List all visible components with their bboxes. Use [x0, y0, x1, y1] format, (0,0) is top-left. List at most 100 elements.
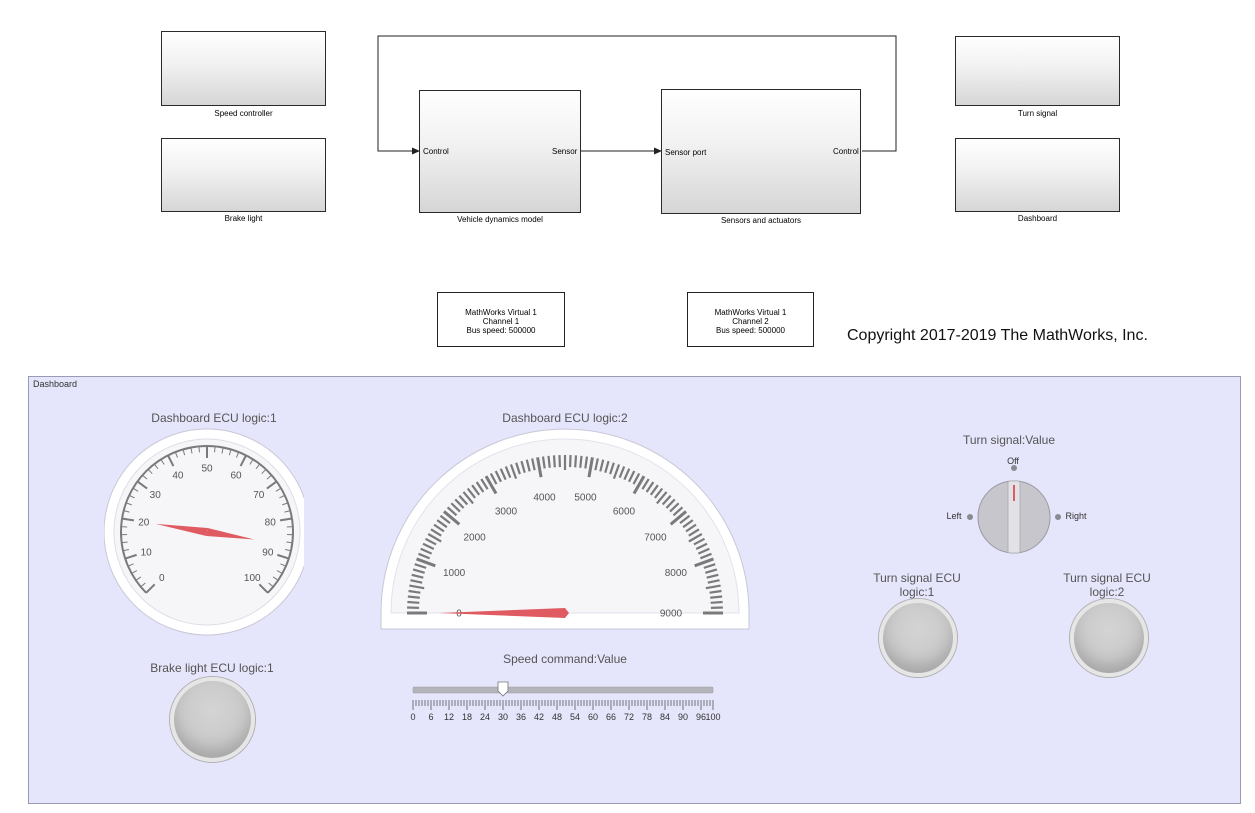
speed-major-tick: [124, 553, 137, 560]
rpm-minor-tick: [471, 484, 481, 496]
slider-tick-label: 60: [588, 712, 598, 722]
speed-major-tick: [277, 553, 290, 560]
sa-sensor-port: Sensor port: [665, 148, 707, 157]
rpm-minor-tick: [430, 528, 442, 537]
rpm-minor-tick: [693, 537, 706, 546]
slider-tick-label: 42: [534, 712, 544, 722]
speed-needle-tail: [206, 528, 255, 540]
speed-needle-tip: [155, 523, 208, 536]
knob-dot-right: [1055, 514, 1061, 520]
rpm-minor-tick: [688, 528, 700, 537]
speed-minor-tick: [214, 446, 216, 453]
speed-tick-label: 10: [141, 547, 153, 558]
slider-tick-label: 78: [642, 712, 652, 722]
slider-tick-label: 96: [696, 712, 706, 722]
speed-minor-tick: [153, 463, 159, 470]
rpm-minor-tick: [618, 466, 626, 479]
rpm-minor-tick: [705, 568, 718, 574]
speed-minor-tick: [284, 510, 291, 513]
rpm-minor-tick: [446, 506, 458, 517]
rpm-minor-tick: [462, 491, 474, 505]
copyright-text: Copyright 2017-2019 The MathWorks, Inc.: [847, 327, 1148, 344]
rpm-minor-tick: [433, 523, 445, 533]
slider-tick-label: 18: [462, 712, 472, 722]
turn-lamp-2-title-line2: logic:2: [1089, 585, 1125, 599]
rpm-minor-tick: [525, 459, 531, 472]
speed-tick-label: 30: [150, 490, 162, 501]
can-config-block-1[interactable]: MathWorks Virtual 1 Channel 1 Bus speed:…: [437, 292, 565, 347]
turn-signal-block[interactable]: [955, 36, 1120, 106]
slider-tick-label: 24: [480, 712, 490, 722]
can-config-block-2[interactable]: MathWorks Virtual 1 Channel 2 Bus speed:…: [687, 292, 814, 347]
rpm-minor-tick: [412, 568, 425, 574]
can-config-2-line1: MathWorks Virtual 1: [714, 308, 787, 317]
slider-track: [412, 686, 714, 694]
slider-tick-label: 30: [498, 712, 508, 722]
sensors-actuators-block[interactable]: [661, 89, 861, 214]
speed-minor-tick: [235, 451, 240, 458]
speed-major-tick: [167, 454, 175, 467]
rpm-tick-label: 6000: [613, 506, 636, 517]
turn-lamp-1-title: Turn signal ECU logic:1: [857, 571, 977, 599]
speed-minor-tick: [272, 576, 279, 581]
speed-minor-tick: [279, 494, 286, 499]
speed-minor-tick: [174, 451, 179, 458]
knob-dot-left: [967, 514, 973, 520]
speed-minor-tick: [268, 582, 274, 588]
rpm-major-tick: [632, 475, 646, 495]
speed-minor-tick: [135, 576, 142, 581]
slider-tick-label: 72: [624, 712, 634, 722]
turn-lamp-1-title-line2: logic:1: [899, 585, 935, 599]
speed-controller-block[interactable]: [161, 31, 326, 106]
rpm-minor-tick: [499, 468, 507, 481]
rpm-minor-tick: [604, 460, 610, 473]
rpm-tick-label: 8000: [665, 568, 688, 579]
slider-tick-label: 6: [428, 712, 433, 722]
slider-tick-label: 90: [678, 712, 688, 722]
vehicle-dynamics-block[interactable]: [419, 90, 581, 213]
rpm-minor-tick: [599, 459, 605, 472]
speed-gauge-title: Dashboard ECU logic:1: [151, 411, 277, 425]
rpm-minor-tick: [697, 547, 710, 555]
rpm-minor-tick: [418, 552, 431, 560]
slider-tick-label: 100: [705, 712, 720, 722]
can-config-1-line1: MathWorks Virtual 1: [465, 308, 537, 317]
rpm-minor-tick: [641, 478, 650, 490]
rpm-minor-tick: [665, 498, 676, 509]
rpm-major-tick: [443, 510, 461, 526]
rpm-minor-tick: [439, 514, 451, 524]
brake-light-block[interactable]: [161, 138, 326, 212]
speed-tick-label: 80: [265, 517, 277, 528]
speed-minor-tick: [282, 502, 289, 506]
rpm-tick-label: 5000: [574, 492, 597, 503]
speed-minor-tick: [160, 459, 165, 465]
slider-tick-label: 84: [660, 712, 670, 722]
turn-signal-knob[interactable]: [934, 453, 1104, 558]
speed-minor-tick: [228, 449, 232, 456]
rpm-minor-tick: [466, 487, 476, 499]
rpm-minor-tick: [475, 481, 485, 493]
slider-tick-label: 0: [410, 712, 415, 722]
rpm-minor-tick: [409, 584, 425, 590]
rpm-minor-tick: [420, 547, 433, 555]
rpm-tick-label: 4000: [533, 492, 556, 503]
rpm-minor-tick: [699, 552, 712, 560]
rpm-major-tick: [416, 557, 436, 568]
rpm-minor-tick: [649, 484, 659, 496]
speed-minor-tick: [132, 487, 139, 492]
can-config-2-line3: Bus speed: 500000: [716, 326, 785, 335]
speed-tick-label: 70: [253, 490, 265, 501]
speed-major-tick: [145, 583, 156, 594]
rpm-minor-tick: [710, 595, 723, 599]
dashboard-block[interactable]: [955, 138, 1120, 212]
turn-lamp-2-title-line1: Turn signal ECU: [1063, 571, 1151, 585]
vehicle-dynamics-label: Vehicle dynamics model: [457, 215, 543, 224]
speed-minor-tick: [266, 474, 272, 480]
speed-tick-label: 50: [201, 464, 213, 475]
rpm-minor-tick: [705, 584, 721, 590]
speed-tick-label: 90: [262, 547, 274, 558]
